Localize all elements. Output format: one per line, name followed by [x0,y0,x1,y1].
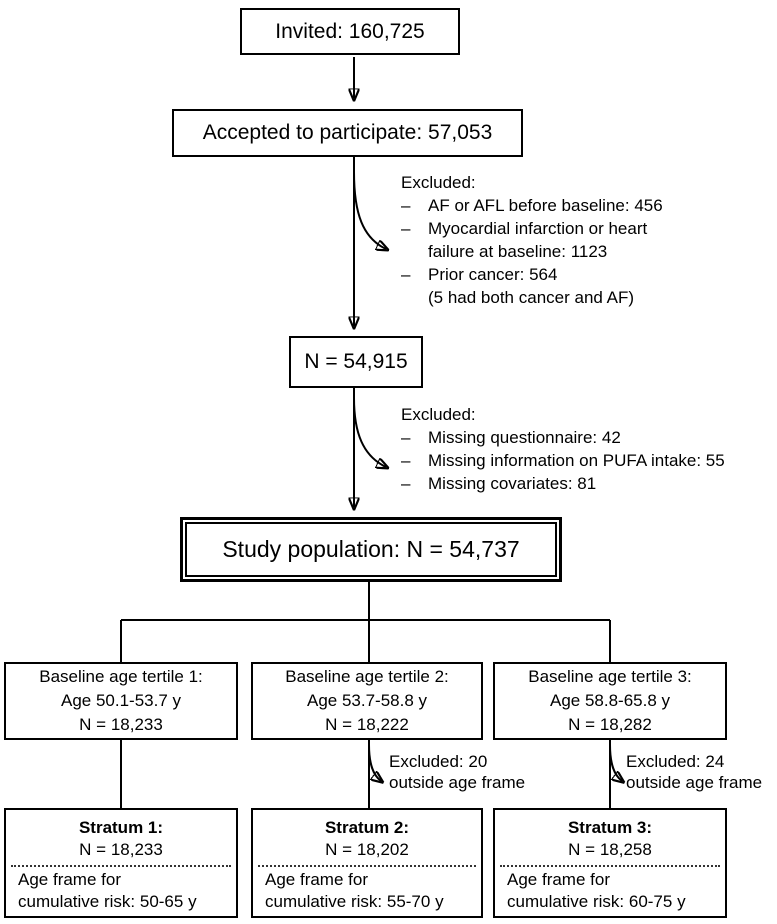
exclusion-2-item-text: Missing covariates: 81 [428,474,597,493]
n-54915-label: N = 54,915 [304,350,408,373]
exclusion-1-item-continuation: failure at baseline: 1123 [428,242,608,261]
stratum-2-box: Stratum 2: N = 18,202 Age frame for cumu… [251,808,483,918]
stratum-3-n: N = 18,258 [568,840,652,859]
stratum-1-age-frame: Age frame for cumulative risk: 50-65 y [6,869,236,913]
stratum-3-frame-line1: Age frame for [507,870,610,889]
exclusion-1-heading: Excluded: [401,173,476,192]
study-population-inner-border: Study population: N = 54,737 [185,522,557,577]
stratum-1-title: Stratum 1: [78,818,164,837]
tertile-3-box: Baseline age tertile 3: Age 58.8-65.8 y … [493,662,727,740]
stratum-1-n: N = 18,233 [79,840,163,859]
accepted-label: Accepted to participate: 57,053 [202,121,493,144]
exclusion-1-item: – Myocardial infarction or heart [401,217,663,240]
dash-bullet: – [401,265,411,284]
n-54915-box: N = 54,915 [289,336,423,388]
dash-bullet: – [401,219,411,238]
stratum-2-age-frame: Age frame for cumulative risk: 55-70 y [253,869,481,913]
stratum-3-title: Stratum 3: [567,818,653,837]
exclusion-2-item-text: Missing information on PUFA intake: 55 [428,451,725,470]
dotted-divider [11,865,231,867]
lines-tertiles-to-strata [120,740,611,808]
exclusion-2-heading: Excluded: [401,405,476,424]
dotted-divider [500,865,720,867]
tertile-3-title: Baseline age tertile 3: [528,667,692,686]
invited-box: Invited: 160,725 [240,8,460,55]
age-frame-exclusion-1-line2: outside age frame [389,773,526,792]
exclusion-2-item: – Missing covariates: 81 [401,472,725,495]
curved-arrow-age-frame-exclusion-1 [368,744,381,781]
accepted-box: Accepted to participate: 57,053 [172,109,523,157]
exclusion-1-item-text: Prior cancer: 564 [428,265,558,284]
exclusion-1-item: – Prior cancer: 564 [401,263,663,286]
tertile-1-age-range: Age 50.1-53.7 y [60,691,182,710]
stratum-1-box: Stratum 1: N = 18,233 Age frame for cumu… [4,808,238,918]
age-frame-exclusion-2-line1: Excluded: 24 [626,752,725,771]
tertile-2-age-range: Age 53.7-58.8 y [306,691,428,710]
age-frame-exclusion-note-2: Excluded: 24 outside age frame [626,751,762,793]
curved-arrow-exclusion-2 [353,397,386,467]
exclusion-1-item-text: Myocardial infarction or heart [428,219,648,238]
stratum-2-title: Stratum 2: [324,818,410,837]
stratum-2-n: N = 18,202 [325,840,409,859]
dash-bullet: – [401,196,411,215]
curved-arrow-age-frame-exclusion-2 [609,744,622,781]
age-frame-exclusion-2-line2: outside age frame [626,773,763,792]
exclusion-1-item-text: AF or AFL before baseline: 456 [428,196,663,215]
stratum-2-frame-line2: cumulative risk: 55-70 y [265,892,444,911]
exclusion-list-1: Excluded: – AF or AFL before baseline: 4… [401,171,663,309]
exclusion-2-item-text: Missing questionnaire: 42 [428,428,621,447]
dash-bullet: – [401,474,411,493]
dash-bullet: – [401,428,411,447]
exclusion-1-item: – AF or AFL before baseline: 456 [401,194,663,217]
curved-arrow-exclusion-1 [353,171,386,249]
tertile-3-n: N = 18,282 [568,715,652,734]
invited-label: Invited: 160,725 [275,19,425,43]
stratum-3-box: Stratum 3: N = 18,258 Age frame for cumu… [493,808,727,918]
exclusion-2-item: – Missing questionnaire: 42 [401,426,725,449]
tertile-2-box: Baseline age tertile 2: Age 53.7-58.8 y … [251,662,483,740]
dotted-divider [258,865,476,867]
tertile-2-n: N = 18,222 [325,715,409,734]
tertile-3-age-range: Age 58.8-65.8 y [549,691,671,710]
study-population-label: Study population: N = 54,737 [222,536,520,562]
stratum-2-frame-line1: Age frame for [265,870,368,889]
exclusion-2-item: – Missing information on PUFA intake: 55 [401,449,725,472]
stratum-3-frame-line2: cumulative risk: 60-75 y [507,892,686,911]
age-frame-exclusion-1-line1: Excluded: 20 [389,752,488,771]
stratum-1-frame-line2: cumulative risk: 50-65 y [18,892,197,911]
tertile-1-n: N = 18,233 [79,715,163,734]
tertile-2-title: Baseline age tertile 2: [285,667,449,686]
dash-bullet: – [401,451,411,470]
exclusion-list-2: Excluded: – Missing questionnaire: 42 – … [401,403,725,495]
tertile-1-box: Baseline age tertile 1: Age 50.1-53.7 y … [4,662,238,740]
stratum-1-frame-line1: Age frame for [18,870,121,889]
branch-lines-study-to-tertiles [120,582,611,662]
study-population-box: Study population: N = 54,737 [180,517,562,582]
stratum-3-age-frame: Age frame for cumulative risk: 60-75 y [495,869,725,913]
exclusion-1-item-continuation: (5 had both cancer and AF) [428,288,635,307]
age-frame-exclusion-note-1: Excluded: 20 outside age frame [389,751,525,793]
tertile-1-title: Baseline age tertile 1: [39,667,203,686]
